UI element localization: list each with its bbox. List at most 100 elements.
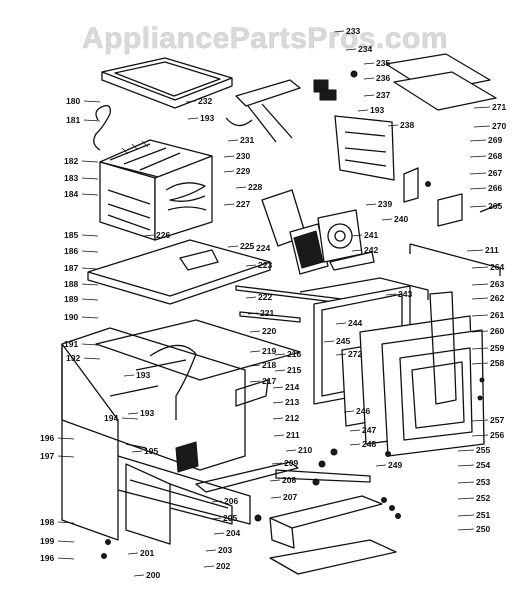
leader-line [127, 412, 139, 415]
leader-line [131, 450, 143, 453]
leader-line [143, 234, 155, 237]
leader-line [351, 234, 363, 237]
screw-199 [105, 539, 111, 545]
part-label: 198 [40, 517, 54, 527]
leader-line [335, 322, 347, 325]
door-assembly [299, 243, 501, 457]
leader-line [185, 100, 197, 103]
part-label: 218 [262, 360, 276, 370]
part-label: 247 [362, 425, 376, 435]
part-label: 214 [285, 382, 299, 392]
part-label: 185 [64, 230, 78, 240]
part-label: 244 [348, 318, 362, 328]
part-label: 237 [376, 90, 390, 100]
part-label: 263 [490, 279, 504, 289]
leader-line [469, 205, 487, 208]
part-label: 193 [200, 113, 214, 123]
pan-187 [87, 239, 271, 305]
door-glass-270-271 [385, 53, 497, 111]
screw-252 [381, 497, 387, 503]
part-label: 205 [223, 513, 237, 523]
part-label: 233 [346, 26, 360, 36]
part-label: 209 [284, 458, 298, 468]
leader-line [213, 532, 225, 535]
leader-line [81, 283, 99, 286]
leader-line [274, 369, 286, 372]
part-label: 248 [362, 439, 376, 449]
leader-line [249, 380, 261, 383]
leader-line [469, 155, 487, 158]
part-label: 184 [64, 189, 78, 199]
part-label: 255 [476, 445, 490, 455]
leader-line [81, 343, 99, 346]
leader-line [270, 496, 282, 499]
part-label: 254 [476, 460, 490, 470]
part-label: 212 [285, 413, 299, 423]
part-label: 188 [64, 279, 78, 289]
leader-line [349, 443, 361, 446]
part-label: 216 [287, 349, 301, 359]
leader-line [272, 401, 284, 404]
leader-line [357, 109, 369, 112]
part-label: 181 [66, 115, 80, 125]
part-label: 238 [400, 120, 414, 130]
leader-line [83, 119, 101, 122]
screw-208 [312, 478, 320, 486]
leader-line [81, 298, 99, 301]
leader-line [81, 193, 99, 196]
leader-line [471, 419, 489, 422]
leader-line [274, 353, 286, 356]
leader-line [469, 187, 487, 190]
part-label: 187 [64, 263, 78, 273]
part-label: 242 [364, 245, 378, 255]
part-label: 239 [378, 199, 392, 209]
part-label: 195 [144, 446, 158, 456]
part-label: 235 [376, 58, 390, 68]
fan-unit [317, 209, 375, 271]
leader-line [81, 234, 99, 237]
leader-line [457, 464, 475, 467]
leader-line [387, 124, 399, 127]
part-label: 270 [492, 121, 506, 131]
screw-210 [330, 448, 338, 456]
leader-line [227, 139, 239, 142]
part-label: 226 [156, 230, 170, 240]
part-label: 228 [248, 182, 262, 192]
leader-line [223, 170, 235, 173]
part-label: 193 [136, 370, 150, 380]
leader-line [272, 386, 284, 389]
screw-249 [385, 451, 391, 457]
hardware-233-237 [225, 70, 358, 143]
part-label: 217 [262, 376, 276, 386]
leader-line [57, 540, 75, 543]
part-label: 251 [476, 510, 490, 520]
leader-lines [57, 30, 491, 577]
part-label: 193 [370, 105, 384, 115]
leader-line [375, 464, 387, 467]
leader-line [351, 249, 363, 252]
part-label: 268 [488, 151, 502, 161]
part-label: 203 [218, 545, 232, 555]
part-label: 249 [388, 460, 402, 470]
screw-196b [101, 553, 107, 559]
part-label: 204 [226, 528, 240, 538]
part-label: 236 [376, 73, 390, 83]
leader-line [133, 574, 145, 577]
leader-line [471, 330, 489, 333]
rack-238 [334, 115, 395, 181]
leader-line [203, 565, 215, 568]
part-label: 243 [398, 289, 412, 299]
leader-line [473, 106, 491, 109]
part-label: 241 [364, 230, 378, 240]
part-label: 219 [262, 346, 276, 356]
leader-line [471, 362, 489, 365]
screw-205 [254, 514, 262, 522]
part-label: 190 [64, 312, 78, 322]
leader-line [57, 521, 75, 524]
part-label: 264 [490, 262, 504, 272]
leader-line [227, 245, 239, 248]
control-panel [261, 189, 329, 275]
part-label: 267 [488, 168, 502, 178]
leader-line [457, 481, 475, 484]
screw-250 [395, 513, 401, 519]
